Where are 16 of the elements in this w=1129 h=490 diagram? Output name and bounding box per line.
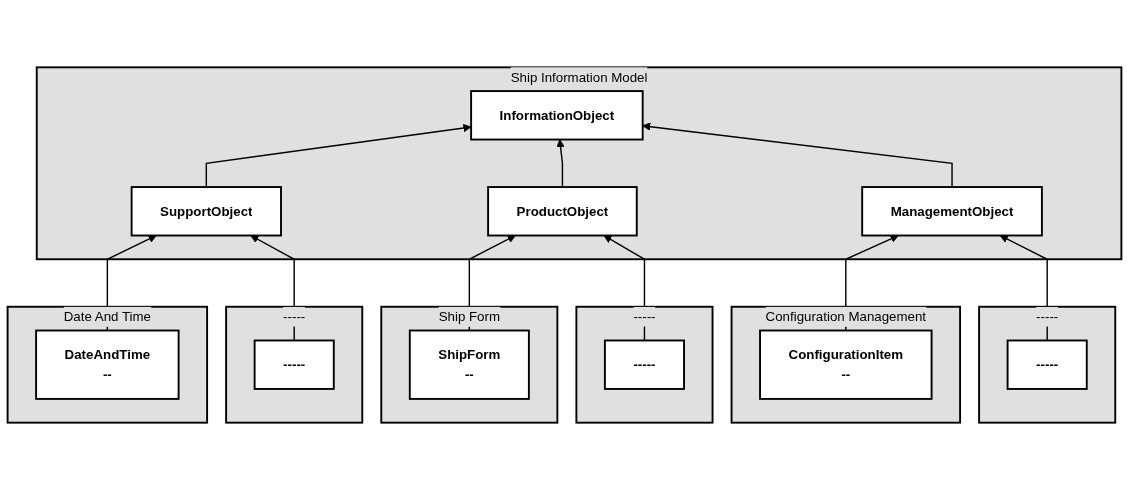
node-box: -----: [253, 339, 335, 390]
node-box: ProductObject: [487, 186, 638, 237]
arrow: [250, 235, 295, 342]
arrow: [999, 235, 1048, 342]
node-box: DateAndTime --: [35, 329, 180, 400]
arrow: [205, 123, 472, 188]
arrow: [642, 122, 953, 188]
node-box: ManagementObject: [861, 186, 1043, 237]
node-box: ConfigurationItem --: [759, 329, 933, 400]
arrow: [603, 235, 646, 342]
node-box: SupportObject: [130, 186, 282, 237]
node-box: -----: [603, 339, 685, 390]
node-box: ShipForm --: [408, 329, 530, 400]
node-box: InformationObject: [470, 90, 644, 141]
node-box: -----: [1006, 339, 1088, 390]
arrow: [556, 139, 565, 188]
